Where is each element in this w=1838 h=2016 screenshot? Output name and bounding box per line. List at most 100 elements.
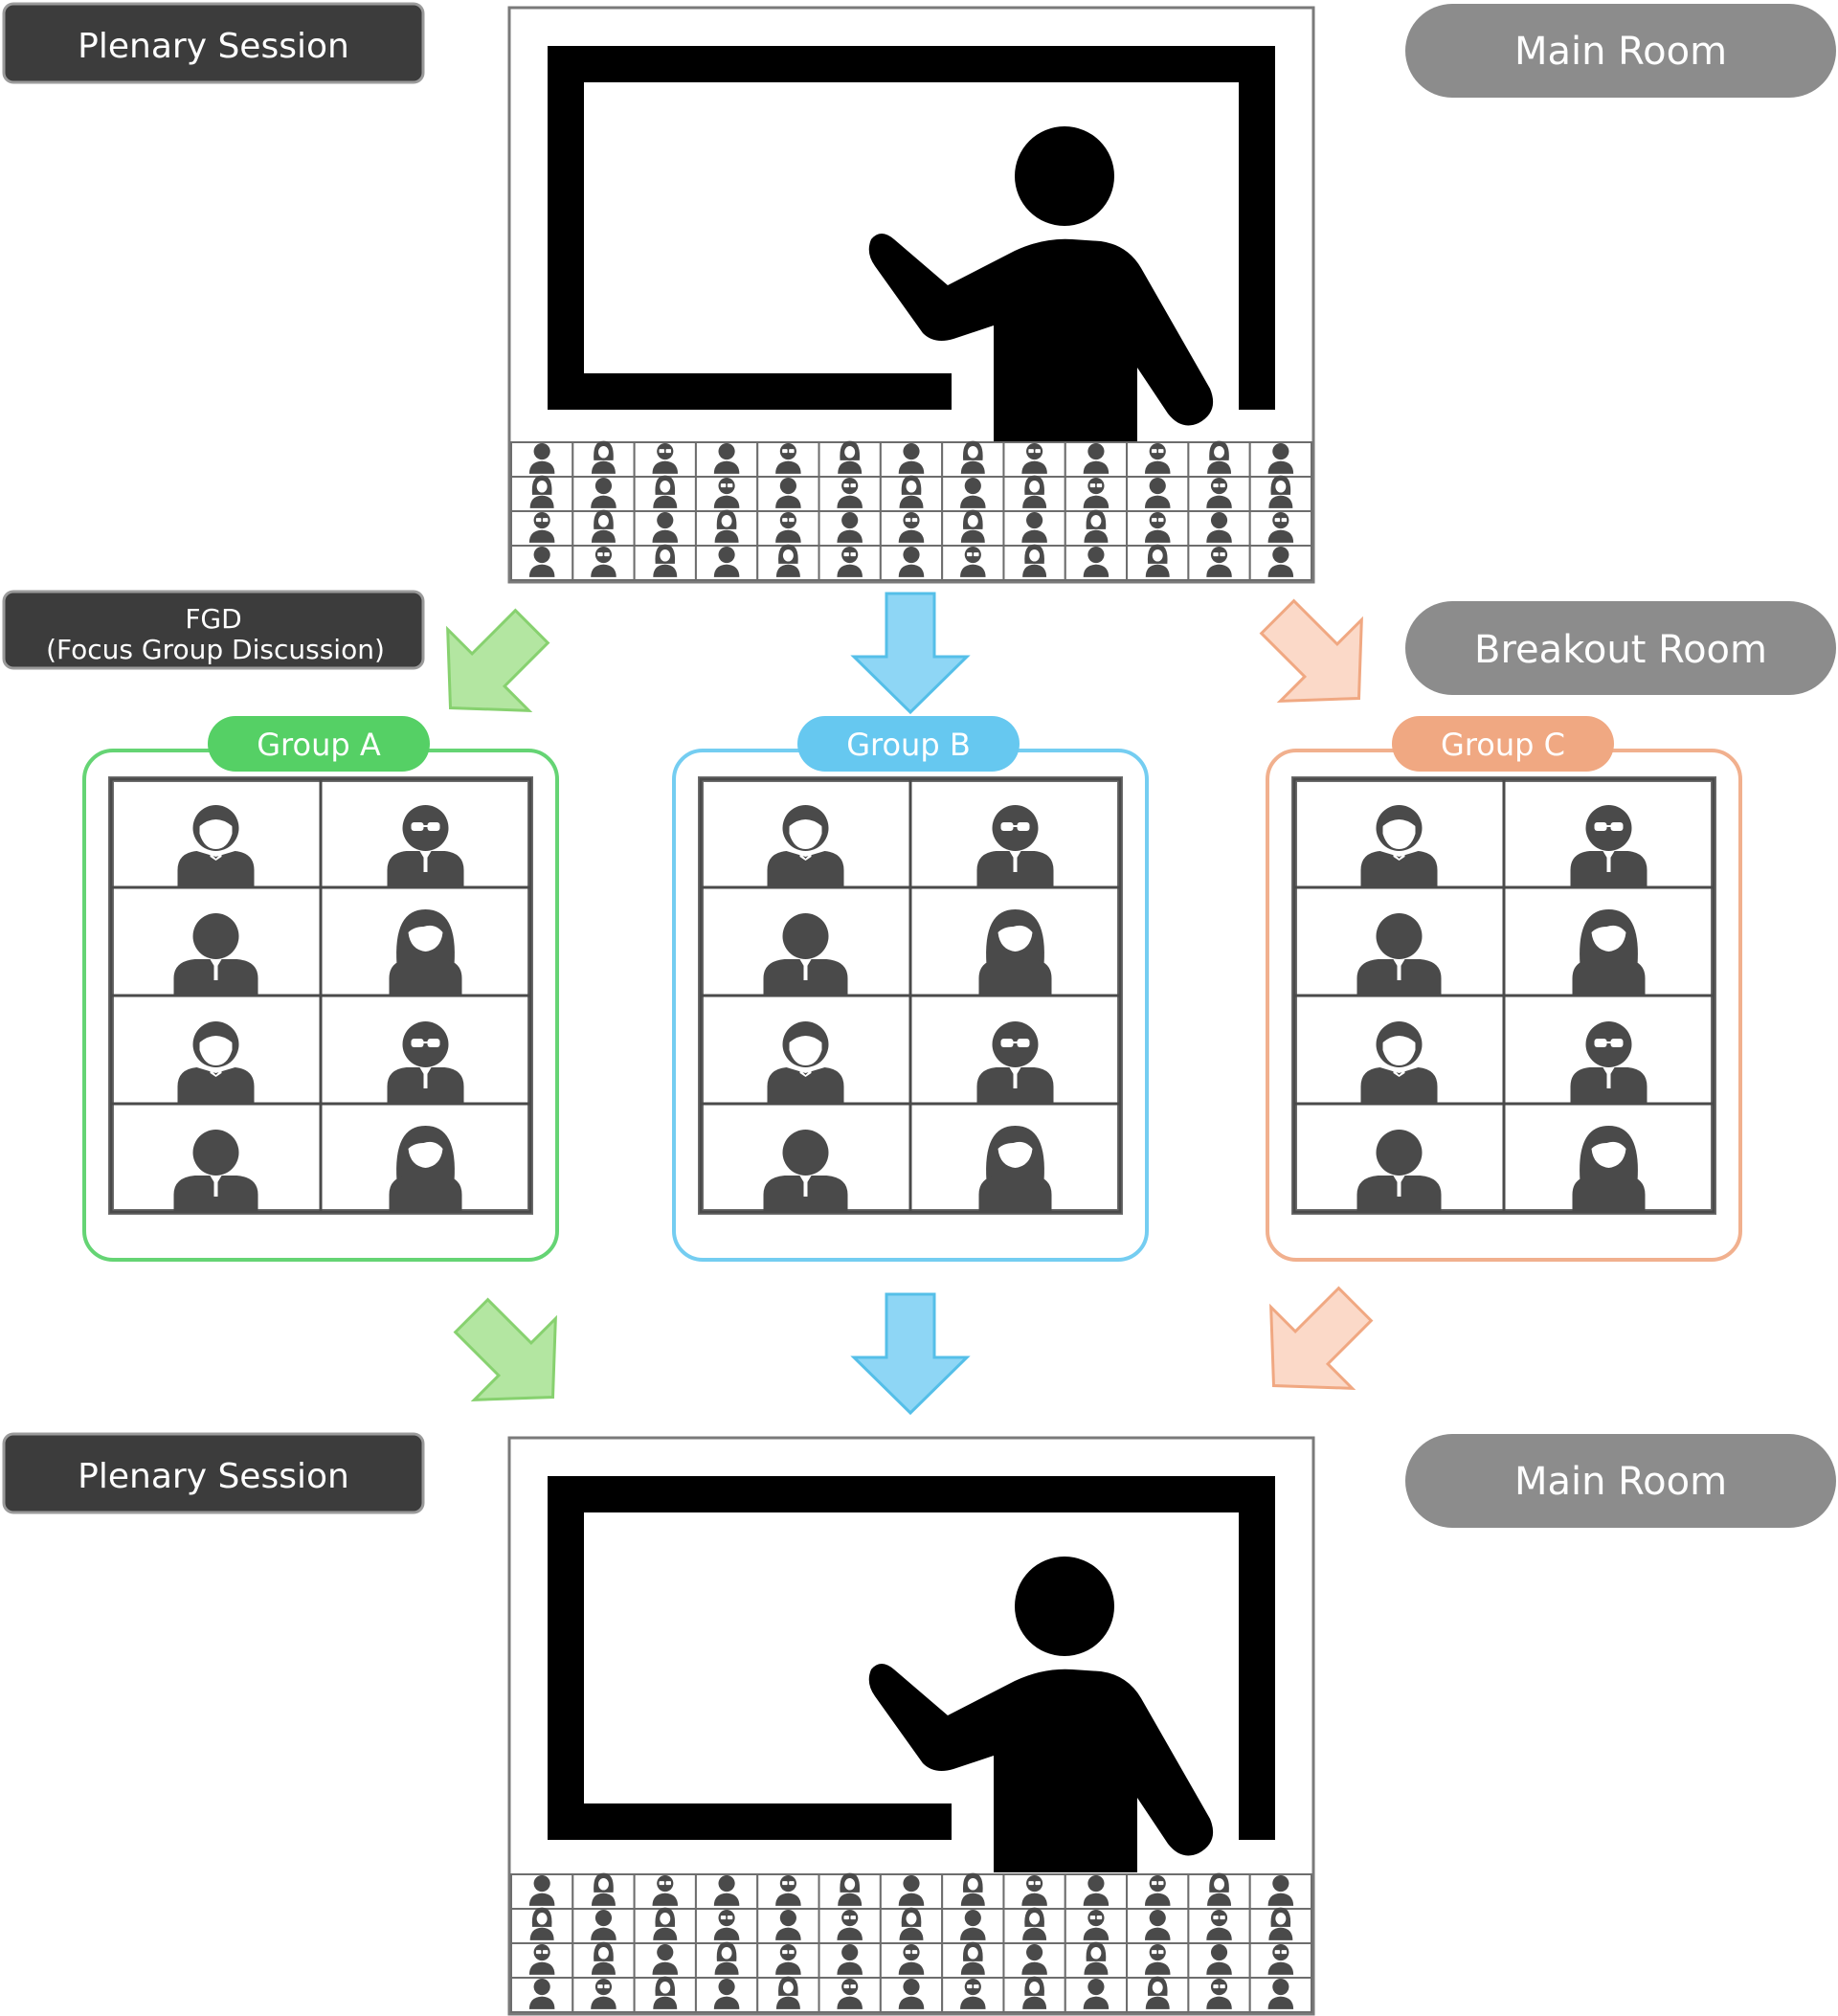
participant-thumbnail bbox=[879, 1907, 944, 1944]
plenary-session-tag-bottom: Plenary Session bbox=[2, 1432, 425, 1514]
teacher-at-board-icon bbox=[548, 46, 1275, 442]
participant-thumbnail bbox=[1002, 1976, 1066, 2013]
group-label-text: Group C bbox=[1441, 727, 1565, 763]
participant-thumbnail bbox=[694, 476, 759, 512]
main-room-text-top: Main Room bbox=[1514, 30, 1727, 74]
participant-thumbnail bbox=[694, 441, 759, 478]
main-room-screen-top bbox=[507, 6, 1315, 584]
participant-thumbnail bbox=[1064, 545, 1129, 581]
participant-thumbnail bbox=[1248, 1907, 1312, 1944]
group-panel-a: Group A bbox=[82, 716, 559, 1262]
participant-thumbnail bbox=[1064, 476, 1129, 512]
participant-thumbnail bbox=[572, 1908, 636, 1944]
participant-thumbnail bbox=[756, 441, 820, 478]
group-label-text: Group B bbox=[846, 727, 971, 763]
group-panel-b: Group B bbox=[672, 716, 1149, 1262]
participant-thumbnail bbox=[1064, 441, 1129, 478]
participant-thumbnail bbox=[756, 1873, 820, 1910]
participant-thumbnail bbox=[1187, 476, 1251, 512]
participant-thumbnail bbox=[818, 545, 882, 581]
participant-thumbnail bbox=[1002, 1942, 1066, 1979]
participant-thumbnail bbox=[633, 1976, 697, 2013]
participant-thumbnail bbox=[510, 1942, 574, 1979]
group-label-b: Group B bbox=[797, 716, 1020, 772]
fgd-subtitle: (Focus Group Discussion) bbox=[46, 634, 385, 665]
group-panel-c: Group C bbox=[1266, 716, 1742, 1262]
participant-thumbnail bbox=[1248, 510, 1312, 547]
participant-thumbnail-grid-top bbox=[510, 440, 1312, 581]
arrow-to-group-b bbox=[850, 592, 971, 715]
participant-thumbnail bbox=[510, 475, 574, 512]
group-video-grid bbox=[1291, 776, 1716, 1215]
participant-thumbnail bbox=[941, 1977, 1005, 2013]
participant-thumbnail bbox=[1187, 1942, 1251, 1979]
participant-thumbnail bbox=[879, 475, 944, 512]
participant-thumbnail bbox=[572, 1941, 636, 1979]
breakout-room-text: Breakout Room bbox=[1474, 628, 1767, 672]
participant-thumbnail bbox=[694, 1977, 759, 2013]
participant-thumbnail bbox=[1187, 510, 1251, 547]
participant-thumbnail bbox=[510, 1873, 574, 1910]
participant-thumbnail bbox=[1126, 510, 1190, 547]
participant-thumbnail bbox=[756, 476, 820, 512]
participant-thumbnail bbox=[1248, 545, 1312, 581]
participant-thumbnail bbox=[756, 1976, 820, 2013]
participant-thumbnail bbox=[1126, 1873, 1190, 1910]
participant-thumbnail bbox=[633, 544, 697, 581]
participant-thumbnail bbox=[510, 1907, 574, 1944]
participant-thumbnail bbox=[510, 545, 574, 581]
participant-thumbnail bbox=[510, 510, 574, 547]
main-room-text-bottom: Main Room bbox=[1514, 1460, 1727, 1504]
participant-thumbnail bbox=[633, 1942, 697, 1979]
participant-video-tile bbox=[908, 1102, 1122, 1214]
participant-thumbnail bbox=[941, 545, 1005, 581]
participant-thumbnail bbox=[633, 475, 697, 512]
participant-thumbnail bbox=[1187, 1908, 1251, 1944]
participant-thumbnail bbox=[1002, 1907, 1066, 1944]
participant-thumbnail bbox=[756, 510, 820, 547]
participant-thumbnail bbox=[818, 1872, 882, 1910]
participant-thumbnail bbox=[818, 440, 882, 478]
participant-thumbnail bbox=[1126, 544, 1190, 581]
participant-thumbnail bbox=[633, 1873, 697, 1910]
participant-thumbnail bbox=[1064, 1873, 1129, 1910]
participant-thumbnail bbox=[1126, 1908, 1190, 1944]
participant-thumbnail bbox=[694, 1873, 759, 1910]
participant-thumbnail bbox=[1064, 1941, 1129, 1979]
participant-thumbnail bbox=[510, 1977, 574, 2013]
participant-thumbnail bbox=[1126, 441, 1190, 478]
participant-thumbnail bbox=[694, 509, 759, 547]
participant-thumbnail bbox=[1002, 1873, 1066, 1910]
participant-thumbnail bbox=[1248, 441, 1312, 478]
participant-thumbnail bbox=[1002, 510, 1066, 547]
participant-thumbnail bbox=[633, 1907, 697, 1944]
participant-thumbnail-grid-bottom bbox=[510, 1872, 1312, 2013]
participant-thumbnail bbox=[1002, 475, 1066, 512]
participant-thumbnail bbox=[879, 1873, 944, 1910]
arrow-to-group-c bbox=[1259, 598, 1363, 703]
participant-thumbnail bbox=[941, 1872, 1005, 1910]
participant-thumbnail bbox=[941, 1941, 1005, 1979]
participant-thumbnail bbox=[572, 440, 636, 478]
participant-thumbnail bbox=[1064, 1908, 1129, 1944]
main-room-screen-bottom bbox=[507, 1436, 1315, 2016]
participant-thumbnail bbox=[941, 509, 1005, 547]
participant-video-tile bbox=[319, 1102, 532, 1214]
fgd-tag: FGD (Focus Group Discussion) bbox=[2, 590, 425, 670]
participant-thumbnail bbox=[818, 1908, 882, 1944]
participant-thumbnail bbox=[1248, 1977, 1312, 2013]
participant-thumbnail bbox=[941, 440, 1005, 478]
participant-thumbnail bbox=[633, 510, 697, 547]
breakout-room-pill: Breakout Room bbox=[1405, 601, 1836, 695]
participant-thumbnail bbox=[1187, 1872, 1251, 1910]
participant-thumbnail bbox=[572, 476, 636, 512]
participant-thumbnail bbox=[1126, 1942, 1190, 1979]
arrow-from-group-c bbox=[1269, 1286, 1374, 1390]
participant-thumbnail bbox=[1248, 1873, 1312, 1910]
participant-thumbnail bbox=[1187, 545, 1251, 581]
group-video-grid bbox=[698, 776, 1123, 1215]
participant-thumbnail bbox=[1126, 1976, 1190, 2013]
participant-thumbnail bbox=[879, 510, 944, 547]
participant-thumbnail bbox=[1248, 1942, 1312, 1979]
